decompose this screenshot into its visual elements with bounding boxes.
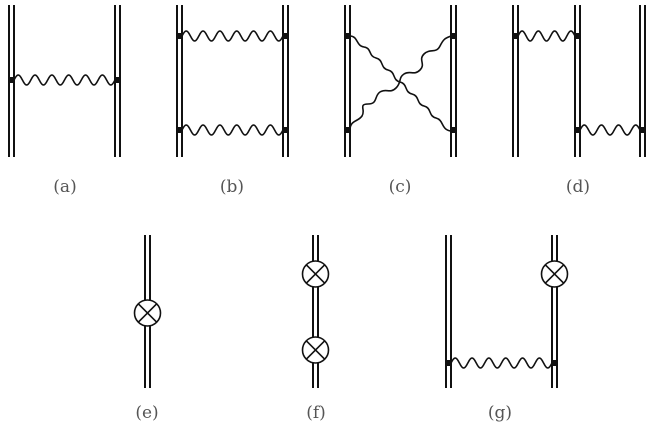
vertex-dot	[177, 33, 183, 39]
fermion-line-middle	[574, 5, 581, 157]
panel-a: (a)	[8, 5, 121, 197]
insertion-cross-icon	[540, 260, 569, 288]
caption-e: (e)	[135, 403, 158, 423]
photon-propagator-top	[517, 30, 576, 42]
insertion-cross-icon	[301, 260, 330, 288]
caption-a: (a)	[53, 177, 76, 197]
photon-propagator	[13, 74, 116, 86]
vertex-dot	[513, 33, 519, 39]
vertex-dot	[551, 360, 557, 366]
vertex-dot	[177, 127, 183, 133]
insertion-cross-icon	[133, 299, 162, 327]
fermion-line-left	[176, 5, 183, 157]
photon-propagator-top	[181, 30, 284, 42]
vertex-dot	[450, 33, 456, 39]
vertex-dot	[345, 33, 351, 39]
vertex-dot	[282, 33, 288, 39]
panel-e: (e)	[133, 235, 162, 423]
vertex-dot	[639, 127, 645, 133]
fermion-line	[312, 235, 319, 388]
vertex-dot	[345, 127, 351, 133]
caption-c: (c)	[389, 177, 412, 197]
photon-propagator	[450, 357, 553, 369]
fermion-line-right	[282, 5, 289, 157]
caption-g: (g)	[488, 403, 512, 423]
photon-crossed-2	[349, 35, 452, 131]
vertex-dot	[282, 127, 288, 133]
panel-b: (b)	[176, 5, 289, 197]
vertex-dot	[574, 33, 580, 39]
vertex-dot	[114, 77, 120, 83]
caption-d: (d)	[566, 177, 590, 197]
panel-d: (d)	[512, 5, 646, 197]
insertion-cross-icon	[301, 336, 330, 364]
fermion-line-right	[639, 5, 646, 157]
fermion-line-left	[344, 5, 351, 157]
photon-propagator-bottom	[579, 124, 641, 136]
caption-b: (b)	[220, 177, 244, 197]
caption-f: (f)	[306, 403, 326, 423]
panel-f: (f)	[301, 235, 330, 423]
vertex-dot	[575, 127, 581, 133]
vertex-dot	[446, 360, 452, 366]
panel-c: (c)	[344, 5, 457, 197]
fermion-line-left	[512, 5, 519, 157]
panel-g: (g)	[445, 235, 569, 423]
fermion-line-right	[450, 5, 457, 157]
photon-propagator-bottom	[181, 124, 284, 136]
vertex-dot	[450, 127, 456, 133]
vertex-dot	[9, 77, 15, 83]
